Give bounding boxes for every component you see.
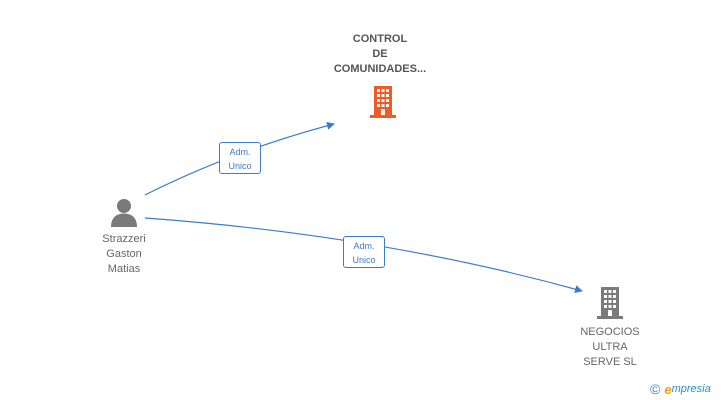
brand-initial: e [664, 381, 672, 397]
person-icon[interactable] [109, 197, 139, 227]
node-negocios-line-2: ULTRA [592, 341, 628, 353]
node-person-label[interactable]: Strazzeri Gaston Matias [84, 232, 164, 277]
building-icon[interactable] [367, 84, 399, 118]
edge-label-control-line-2: Unico [228, 161, 252, 171]
node-control-line-2: DE [372, 48, 388, 60]
edge-label-negocios-line-1: Adm. [353, 241, 375, 251]
node-negocios-line-1: NEGOCIOS [580, 326, 640, 338]
building-icon[interactable] [594, 285, 626, 319]
edge-label-control-line-1: Adm. [229, 147, 251, 157]
edge-label-negocios[interactable]: Adm. Unico [343, 236, 385, 268]
brand-name: mpresia [671, 383, 711, 395]
node-person-line-2: Gaston [106, 248, 142, 260]
node-negocios-line-3: SERVE SL [583, 356, 637, 368]
copyright-icon: © [650, 381, 661, 397]
brand-logo[interactable]: © e mpresia [650, 380, 711, 398]
edge-label-control[interactable]: Adm. Unico [219, 142, 261, 174]
node-negocios-label[interactable]: NEGOCIOS ULTRA SERVE SL [560, 325, 660, 370]
node-person-line-1: Strazzeri [102, 233, 146, 245]
node-control-label[interactable]: CONTROL DE COMUNIDADES... [320, 32, 440, 77]
node-person-line-3: Matias [107, 263, 141, 275]
edge-label-negocios-line-2: Unico [352, 255, 376, 265]
node-control-line-1: CONTROL [352, 33, 408, 45]
node-control-line-3: COMUNIDADES... [333, 63, 427, 75]
